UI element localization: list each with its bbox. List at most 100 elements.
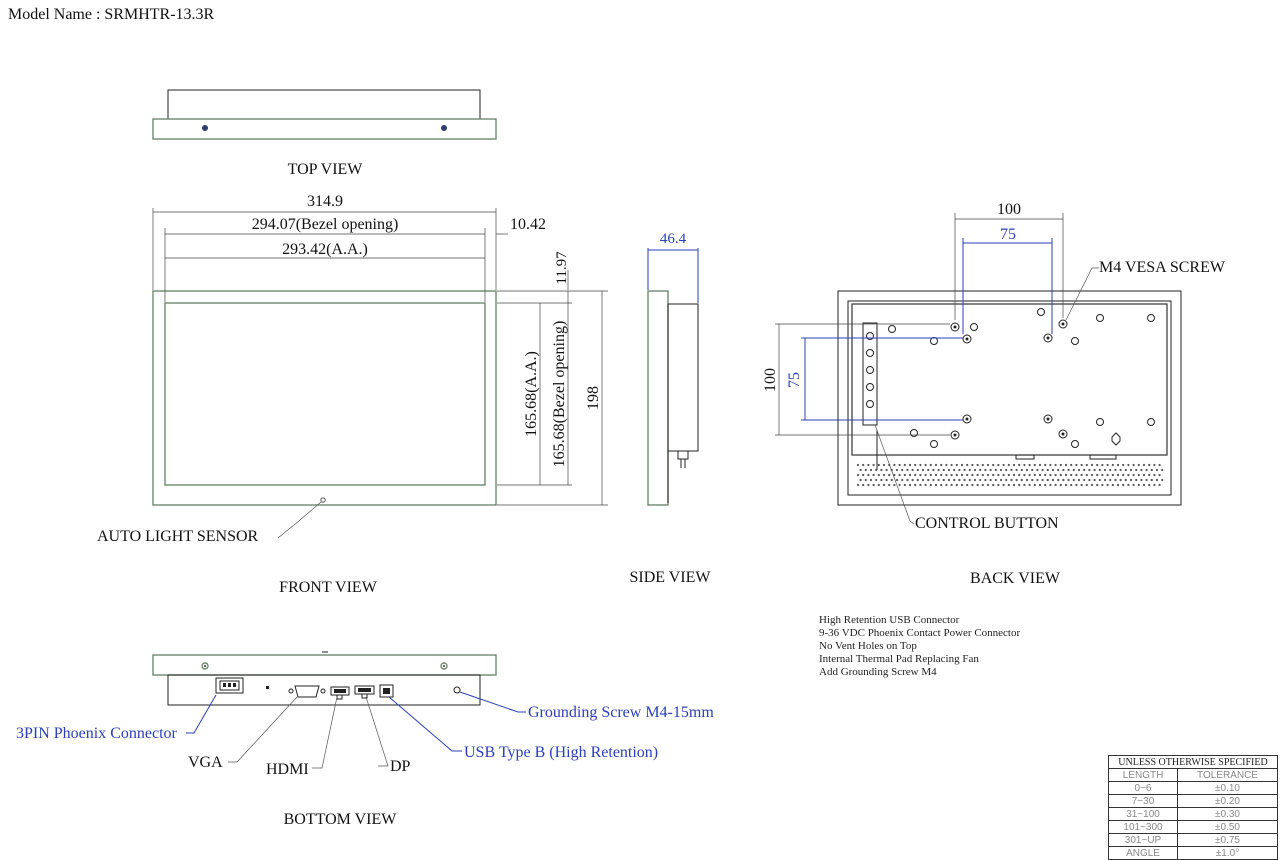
vent-hole [986, 473, 990, 477]
vent-hole [1137, 463, 1140, 467]
vent-hole [869, 468, 873, 472]
vent-hole [864, 478, 867, 482]
tolerance-cell: ±0.20 [1177, 794, 1278, 808]
vent-hole [1059, 473, 1062, 477]
vent-hole [963, 468, 966, 472]
vent-hole [942, 478, 945, 482]
vent-hole [1109, 468, 1112, 472]
vent-hole [968, 478, 971, 482]
vent-hole [997, 483, 1000, 487]
bottom-body [167, 674, 481, 706]
vent-hole [1033, 473, 1036, 477]
vent-hole [895, 478, 899, 482]
vent-hole [875, 468, 878, 472]
vent-hole [872, 483, 875, 487]
vent-hole [1023, 483, 1026, 487]
vent-hole [1072, 478, 1075, 482]
vent-hole [950, 483, 953, 487]
vent-hole [981, 463, 984, 467]
side-view-label: SIDE VIEW [629, 569, 711, 586]
cover-screws [888, 308, 1155, 448]
vent-hole [927, 478, 930, 482]
vent-hole [1064, 473, 1068, 477]
vent-hole [940, 473, 943, 477]
vent-hole [1064, 483, 1068, 487]
vent-hole [1090, 483, 1094, 487]
vent-hole [1038, 463, 1042, 467]
vent-hole [1155, 468, 1159, 472]
tolerance-cell: ±1.0° [1177, 846, 1278, 860]
vent-hole [963, 478, 966, 482]
vent-hole [1080, 473, 1083, 477]
vent-hole [986, 483, 990, 487]
vent-hole [1142, 463, 1146, 467]
vent-hole [893, 473, 896, 477]
vent-hole [1075, 463, 1078, 467]
vent-hole [976, 483, 979, 487]
vent-hole [1036, 468, 1039, 472]
vent-hole [888, 473, 891, 477]
vent-hole [903, 463, 906, 467]
vent-hole [971, 483, 974, 487]
vent-hole [945, 483, 948, 487]
vent-hole [950, 473, 953, 477]
vent-hole [1046, 468, 1049, 472]
vent-hole [914, 483, 917, 487]
vent-hole [1090, 463, 1094, 467]
vent-hole [882, 483, 886, 487]
vent-hole [981, 483, 984, 487]
vent-hole [880, 468, 883, 472]
vent-hole [1127, 463, 1130, 467]
vent-hole [1140, 468, 1143, 472]
dim-overall-height: 198 [585, 386, 602, 410]
tolerance-cell: ±0.30 [1177, 807, 1278, 821]
vent-hole [1093, 468, 1096, 472]
vent-hole [927, 468, 930, 472]
vent-hole [1101, 483, 1104, 487]
vent-hole [1122, 463, 1125, 467]
vent-hole [898, 473, 901, 477]
vent-hole [1023, 473, 1026, 477]
dim-side-border: 10.42 [510, 216, 546, 233]
back-inner [847, 300, 1172, 496]
vent-hole [916, 468, 919, 472]
vent-hole [1137, 483, 1140, 487]
front-active-area [164, 302, 486, 486]
vent-hole [1038, 473, 1042, 477]
vent-hole [984, 468, 987, 472]
vent-hole [1020, 478, 1023, 482]
vent-hole [966, 483, 969, 487]
vent-hole [906, 468, 909, 472]
top-screw-right [441, 125, 447, 131]
vent-hole [1158, 483, 1161, 487]
vent-hole [1111, 463, 1114, 467]
top-view: TOP VIEW [152, 89, 497, 178]
vent-hole [1153, 483, 1156, 487]
vent-hole [919, 463, 922, 467]
vent-hole [903, 473, 906, 477]
vent-hole [862, 473, 865, 477]
vent-hole [1101, 473, 1104, 477]
vent-hole [984, 478, 987, 482]
vent-hole [1093, 478, 1096, 482]
vent-hole [1161, 468, 1164, 472]
vent-hole [1059, 483, 1062, 487]
dp-port-icon [354, 685, 375, 699]
tolerance-cell: ±0.50 [1177, 820, 1278, 834]
vent-hole [1020, 468, 1023, 472]
vent-hole [1155, 478, 1159, 482]
vent-hole [966, 463, 969, 467]
vent-hole [1109, 478, 1112, 482]
vent-hole [859, 478, 862, 482]
vent-hole [1137, 473, 1140, 477]
top-screw-left [202, 125, 208, 131]
vent-hole [1049, 463, 1052, 467]
vent-hole [882, 463, 886, 467]
vent-hole [1116, 473, 1120, 477]
vent-hole [890, 478, 893, 482]
notes-list: High Retention USB Connector 9-36 VDC Ph… [819, 614, 1020, 679]
vent-hole [1049, 483, 1052, 487]
vent-hole [1127, 473, 1130, 477]
vent-hole [1051, 478, 1055, 482]
vent-hole [934, 463, 938, 467]
